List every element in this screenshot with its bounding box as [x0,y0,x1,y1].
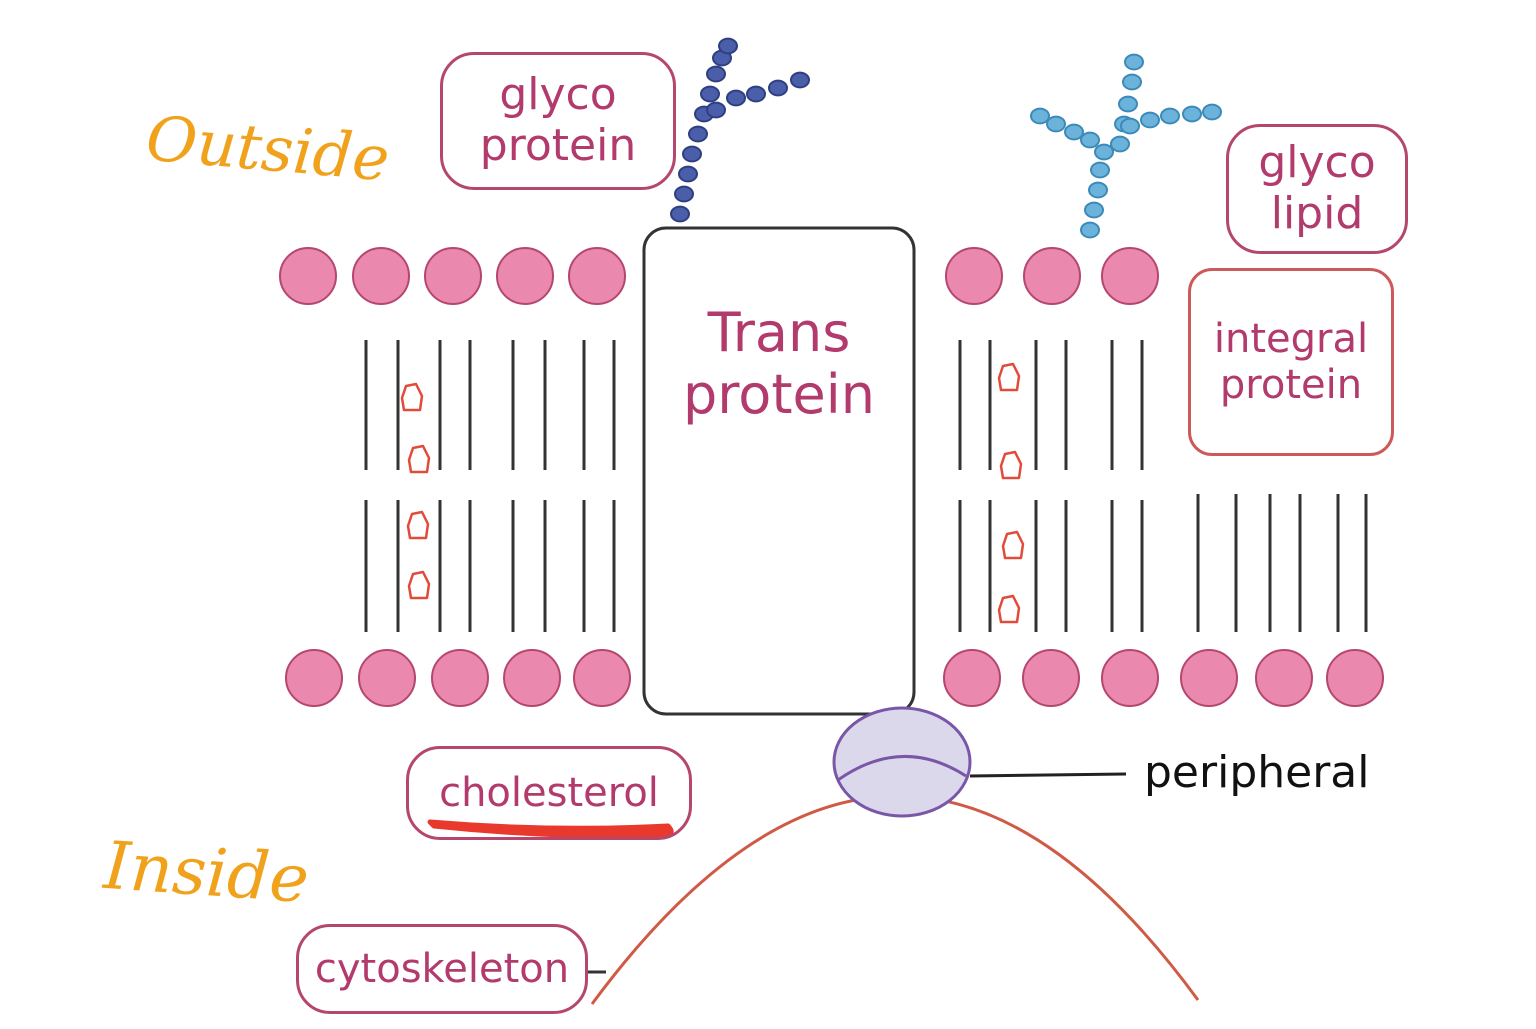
phospholipid-head [358,649,416,707]
glycoprotein-sugar [706,101,726,119]
cholesterol-label: cholesterol [406,746,692,840]
glycolipid-sugar [1140,111,1160,129]
phospholipid-head [1101,649,1159,707]
glycoprotein-sugar [726,89,746,107]
phospholipid-head [1180,649,1238,707]
glycolipid-sugar [1124,53,1144,71]
cholesterol-molecule [406,510,430,540]
glycoprotein-sugar [682,145,702,163]
glycoprotein-carbohydrate-chain [670,37,810,223]
glycoprotein-sugar [718,37,738,55]
trans-protein-label-line1: Trans [707,301,851,364]
glycolipid-sugar [1046,115,1066,133]
cholesterol-molecule [407,570,431,600]
glycoprotein-sugar [790,71,810,89]
trans-protein-label-line2: protein [683,363,875,427]
glycolipid-label-line1: glyco [1258,137,1376,189]
glycoprotein-label: glyco protein [440,52,676,190]
phospholipid-head [1022,649,1080,707]
integral-protein-label-line1: integral [1213,316,1369,362]
glycolipid-sugar [1182,105,1202,123]
phospholipid-head [424,247,482,305]
glycoprotein-sugar [688,125,708,143]
glycoprotein-sugar [670,205,690,223]
cytoskeleton-label: cytoskeleton [296,924,588,1014]
glycolipid-sugar [1084,201,1104,219]
cholesterol-molecule [407,444,431,474]
integral-protein-label-line2: protein [1219,362,1363,408]
cholesterol-molecule [997,594,1021,624]
phospholipid-head [1255,649,1313,707]
glycolipid-sugar [1088,181,1108,199]
glycolipid-sugar [1080,131,1100,149]
phospholipid-head [1326,649,1384,707]
phospholipid-head [352,247,410,305]
cholesterol-molecule [1001,530,1025,560]
trans-protein-label: Trans protein [654,301,904,427]
glycolipid-label-line2: lipid [1270,188,1364,239]
integral-protein-label: integral protein [1188,268,1394,456]
glycolipid-sugar [1160,107,1180,125]
phospholipid-head [496,247,554,305]
transmembrane-protein [642,226,916,716]
cytoskeleton-label-text: cytoskeleton [314,946,570,992]
glycolipid-sugar [1202,103,1222,121]
glycolipid-sugar [1090,161,1110,179]
glycolipid-sugar [1120,117,1140,135]
phospholipid-head [1023,247,1081,305]
glycoprotein-label-line1: glyco [499,69,617,121]
peripheral-protein [832,706,972,818]
phospholipid-head [279,247,337,305]
glycoprotein-sugar [706,65,726,83]
inside-label: Inside [101,826,312,919]
glycolipid-sugar [1110,135,1130,153]
cholesterol-molecule [999,450,1023,480]
glycoprotein-label-line2: protein [479,120,637,171]
glycolipid-label: glyco lipid [1226,124,1408,254]
phospholipid-head [503,649,561,707]
cholesterol-label-text: cholesterol [439,770,659,816]
peripheral-label: peripheral [1144,747,1370,798]
glycoprotein-sugar [674,185,694,203]
glycolipid-sugar [1030,107,1050,125]
glycolipid-sugar [1122,73,1142,91]
cholesterol-molecule [400,382,424,412]
phospholipid-head [568,247,626,305]
phospholipid-head [945,247,1003,305]
cholesterol-molecule [997,362,1021,392]
phospholipid-head [943,649,1001,707]
glycolipid-carbohydrate-chain [1030,53,1222,239]
glycoprotein-sugar [746,85,766,103]
phospholipid-head [1101,247,1159,305]
glycolipid-sugar [1080,221,1100,239]
glycolipid-sugar [1118,95,1138,113]
glycolipid-sugar [1064,123,1084,141]
phospholipid-head [431,649,489,707]
glycolipid-sugar [1094,143,1114,161]
phospholipid-head [573,649,631,707]
glycoprotein-sugar [700,85,720,103]
phospholipid-head [285,649,343,707]
cholesterol-molecules [400,362,1025,624]
glycoprotein-sugar [768,79,788,97]
phospholipid-tails [364,340,1368,632]
phospholipid-heads [279,247,1384,707]
glycoprotein-sugar [678,165,698,183]
peripheral-leader-line [969,772,1127,778]
